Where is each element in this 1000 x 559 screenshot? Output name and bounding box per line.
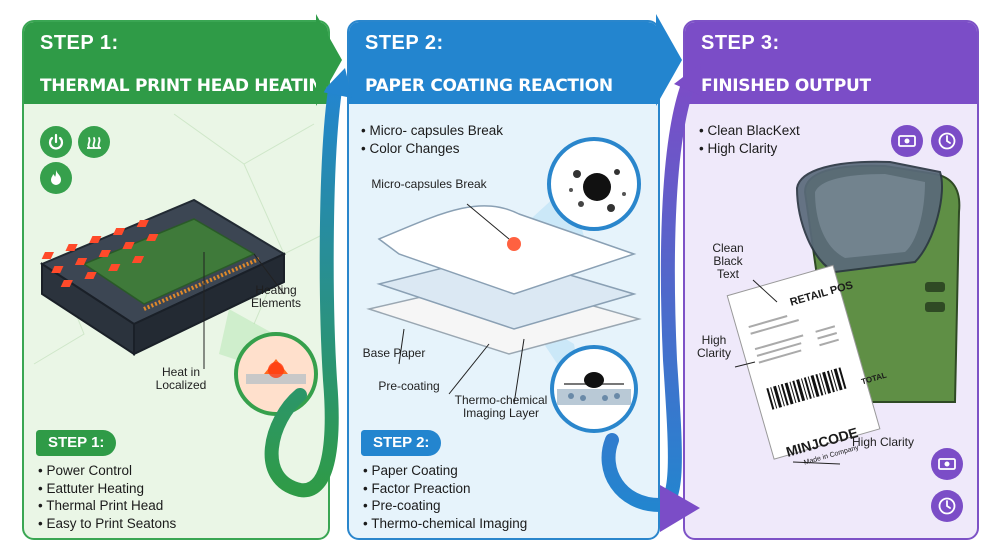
micro-capsule-zoom-circle bbox=[547, 137, 641, 231]
step2-title: Paper Coating Reaction bbox=[365, 76, 613, 96]
list-item: Thermo-chemical Imaging bbox=[363, 515, 527, 533]
imaging-zoom-circle bbox=[550, 345, 638, 433]
receipt-paper bbox=[726, 264, 881, 460]
clean-black-text-label: Clean Black Text bbox=[712, 241, 744, 281]
list-item: Clean BlacKext bbox=[699, 122, 799, 140]
heat-waves-icon bbox=[78, 126, 110, 158]
list-item: Micro- capsules Break bbox=[361, 122, 503, 140]
step2-banner: STEP 2: Paper Coating Reaction bbox=[349, 22, 658, 104]
step3-banner: STEP 3: Finished Output bbox=[685, 22, 977, 104]
imaging-layer-label: Thermo-chemical Imaging Layer bbox=[454, 393, 548, 420]
step1-title: Thermal Print Head Heating bbox=[40, 76, 330, 96]
step1-label: STEP 1: bbox=[40, 32, 119, 54]
step1-list: Power Control Eattuter Heating Thermal P… bbox=[38, 462, 176, 532]
pointer-lines bbox=[734, 279, 841, 465]
step3-panel: STEP 3: Finished Output Clean BlacKext H… bbox=[683, 20, 979, 540]
list-item: Factor Preaction bbox=[363, 480, 527, 498]
money-icon bbox=[931, 448, 963, 480]
list-item: Eattuter Heating bbox=[38, 480, 176, 498]
list-item: Thermal Print Head bbox=[38, 497, 176, 515]
high-clarity-left-label: High Clarity bbox=[696, 333, 731, 360]
pre-coating-label: Pre-coating bbox=[378, 379, 440, 393]
money-icon bbox=[891, 125, 923, 157]
step3-title: Finished Output bbox=[701, 76, 871, 96]
list-item: High Clarity bbox=[699, 140, 800, 158]
paper-layers bbox=[366, 205, 642, 355]
step1-banner: STEP 1: Thermal Print Head Heating bbox=[24, 22, 328, 104]
receipt-barcode bbox=[766, 367, 847, 410]
step2-label: STEP 2: bbox=[365, 32, 444, 54]
list-item: Power Control bbox=[38, 462, 176, 480]
clock-icon bbox=[931, 490, 963, 522]
list-item: Color Changes bbox=[361, 140, 503, 158]
heating-elements-label: Heating Elements bbox=[250, 283, 302, 310]
step3-label: STEP 3: bbox=[701, 32, 780, 54]
step1-panel: STEP 1: Thermal Print Head Heating bbox=[22, 20, 330, 540]
power-icon bbox=[40, 126, 72, 158]
heat-localized-label: Heat in Localized bbox=[155, 365, 207, 392]
receipt-printer-illustration bbox=[726, 160, 961, 465]
micro-capsules-label: Micro-capsules Break bbox=[371, 177, 487, 191]
flame-icon bbox=[40, 162, 72, 194]
step3-top-bullets: Clean BlacKext High Clarity bbox=[699, 122, 800, 158]
step2-top-bullets: Micro- capsules Break Color Changes bbox=[361, 122, 503, 157]
pointer-lines bbox=[398, 203, 525, 405]
step2-list: Paper Coating Factor Preaction Pre-coati… bbox=[363, 462, 527, 532]
list-item: Paper Coating bbox=[363, 462, 527, 480]
base-paper-label: Base Paper bbox=[362, 346, 426, 360]
step2-sub-badge: STEP 2: bbox=[361, 430, 442, 456]
high-clarity-bottom-label: High Clarity bbox=[851, 435, 914, 449]
list-item: Easy to Print Seatons bbox=[38, 515, 176, 533]
step1-sub-badge: STEP 1: bbox=[36, 430, 117, 456]
step2-panel: STEP 2: Paper Coating Reaction Micro- ca… bbox=[347, 20, 660, 540]
list-item: Pre-coating bbox=[363, 497, 527, 515]
heat-zoom-circle bbox=[234, 332, 318, 416]
clock-icon bbox=[931, 125, 963, 157]
